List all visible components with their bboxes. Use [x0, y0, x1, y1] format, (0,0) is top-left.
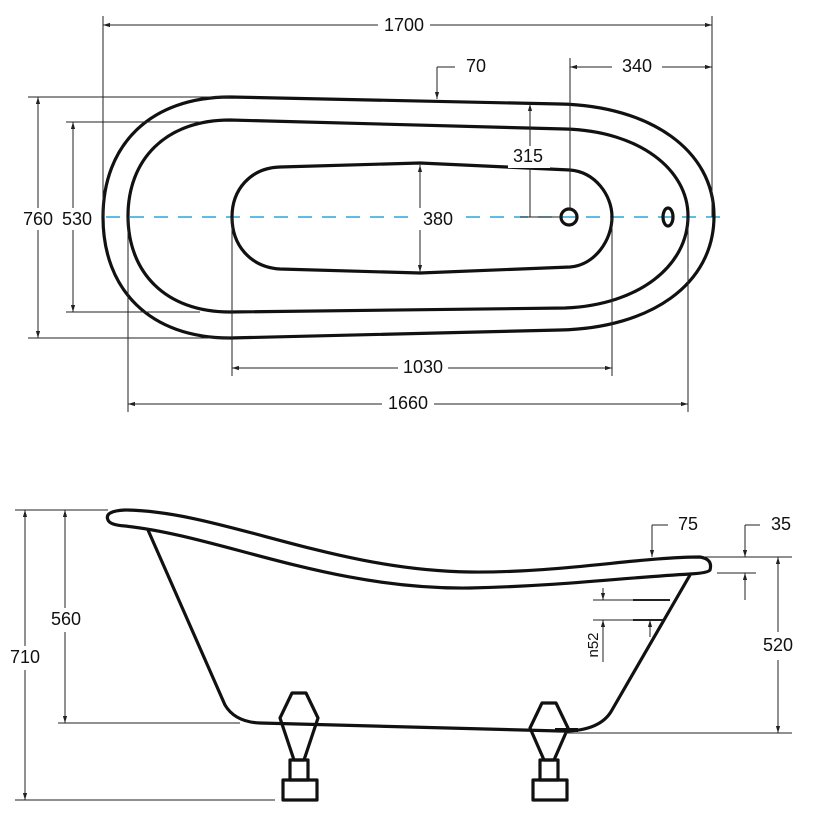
dim-380: 380	[417, 165, 458, 272]
svg-text:75: 75	[678, 514, 698, 534]
foot-right	[528, 701, 578, 802]
dim-1700: 1700	[102, 14, 713, 217]
dim-530: 530	[58, 121, 200, 313]
outer-rim-outline	[101, 95, 716, 340]
svg-text:35: 35	[771, 514, 791, 534]
svg-text:315: 315	[513, 146, 543, 166]
dim-315: 315	[508, 104, 561, 218]
svg-text:1660: 1660	[388, 393, 428, 413]
tub-body	[146, 529, 692, 733]
dim-70: 70	[434, 56, 486, 99]
dim-1030: 1030	[231, 217, 613, 379]
svg-text:1030: 1030	[403, 357, 443, 377]
overflow-icon	[661, 206, 675, 228]
side-view: 710 560 520 75 35	[5, 508, 800, 802]
dim-1660: 1660	[127, 217, 689, 415]
svg-text:n52: n52	[585, 632, 602, 657]
dim-label: 1700	[384, 15, 424, 35]
dim-710: 710	[5, 509, 275, 801]
svg-text:520: 520	[763, 635, 793, 655]
svg-text:710: 710	[10, 647, 40, 667]
inner-rim-outline	[126, 118, 690, 314]
dim-560: 560	[46, 510, 240, 724]
svg-text:560: 560	[51, 609, 81, 629]
dim-340: 340	[569, 56, 712, 210]
dim-35: 35	[717, 514, 791, 600]
top-view: 1700 70 340 315 760	[18, 14, 724, 415]
svg-text:340: 340	[622, 56, 652, 76]
svg-text:380: 380	[423, 209, 453, 229]
basin-outline	[230, 161, 614, 275]
svg-text:70: 70	[466, 56, 486, 76]
dim-520: 520	[565, 556, 800, 734]
dim-760: 760	[18, 96, 230, 339]
svg-text:760: 760	[23, 209, 53, 229]
foot-left	[278, 691, 320, 802]
dim-overflow: n52	[585, 588, 670, 662]
svg-text:530: 530	[62, 209, 92, 229]
dim-75: 75	[649, 514, 698, 557]
tub-rim	[105, 508, 713, 590]
